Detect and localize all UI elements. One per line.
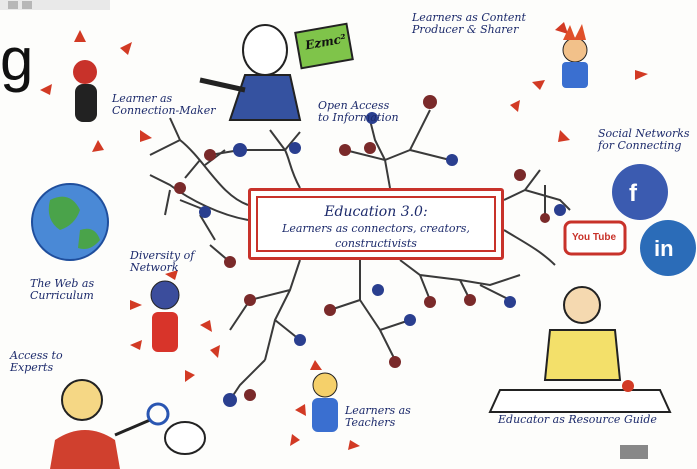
- arrow: [74, 30, 86, 42]
- arrow: [310, 360, 322, 370]
- arrow: [510, 100, 520, 112]
- thumbnail: [8, 1, 18, 9]
- central-concept-box: Education 3.0: Learners as connectors, c…: [248, 188, 504, 260]
- brain-icon: [164, 421, 206, 455]
- arrow: [165, 270, 178, 280]
- facebook-letter: f: [629, 180, 637, 207]
- person-expert: [50, 379, 206, 469]
- label-diversity: Diversity of Network: [130, 249, 195, 274]
- arrow: [555, 22, 568, 34]
- label-access-experts: Access to Experts: [10, 349, 63, 374]
- magnifier-icon: [146, 402, 170, 426]
- arrow: [40, 84, 52, 95]
- label-educator-guide: Educator as Resource Guide: [498, 413, 657, 426]
- central-line-2: constructivists: [335, 237, 417, 250]
- thumbnail-strip: [0, 0, 110, 10]
- arrow: [532, 80, 545, 90]
- label-social-networks: Social Networks for Connecting: [598, 127, 690, 152]
- arrow: [92, 140, 104, 152]
- apple-icon: [622, 380, 634, 392]
- person-learner-teacher: [312, 372, 338, 432]
- branch-lines: [149, 109, 571, 401]
- arrow: [210, 345, 220, 358]
- youtube-text: You Tube: [572, 232, 617, 243]
- central-title: Education 3.0:: [324, 204, 428, 220]
- label-web-curriculum: The Web as Curriculum: [30, 277, 95, 302]
- social-network-icons: [563, 164, 696, 276]
- label-connection-maker: Learner as Connection-Maker: [112, 92, 216, 117]
- thumbnail: [22, 1, 32, 9]
- person-diversity: [150, 280, 180, 352]
- label-open-access: Open Access to Information: [318, 99, 399, 124]
- arrow: [558, 130, 570, 142]
- presenter-figure: [199, 22, 354, 121]
- partial-title: g: [0, 26, 34, 93]
- arrow: [290, 434, 300, 446]
- person-educator: [488, 286, 672, 413]
- arrow: [130, 340, 142, 350]
- linkedin-letters: in: [654, 236, 674, 261]
- arrow: [140, 130, 152, 142]
- arrow: [295, 404, 306, 416]
- arrow: [120, 42, 132, 55]
- label-content-producer: Learners as Content Producer & Sharer: [412, 11, 526, 36]
- arrow: [200, 320, 212, 332]
- facebook-icon: [612, 164, 668, 220]
- globe-icon: [31, 183, 109, 261]
- label-learners-teachers: Learners as Teachers: [345, 404, 411, 429]
- sign-board: [294, 22, 354, 70]
- arrow: [185, 370, 195, 382]
- person-content-producer: [562, 24, 588, 88]
- cc-badge: [620, 445, 648, 459]
- arrow: [130, 300, 142, 310]
- person-connection-maker: [73, 60, 97, 122]
- youtube-icon: [563, 220, 627, 256]
- arrow: [348, 440, 360, 450]
- arrow: [635, 70, 648, 80]
- central-concept-inner: Education 3.0: Learners as connectors, c…: [256, 196, 496, 252]
- linkedin-icon: [640, 220, 696, 276]
- central-line-1: Learners as connectors, creators,: [282, 222, 470, 235]
